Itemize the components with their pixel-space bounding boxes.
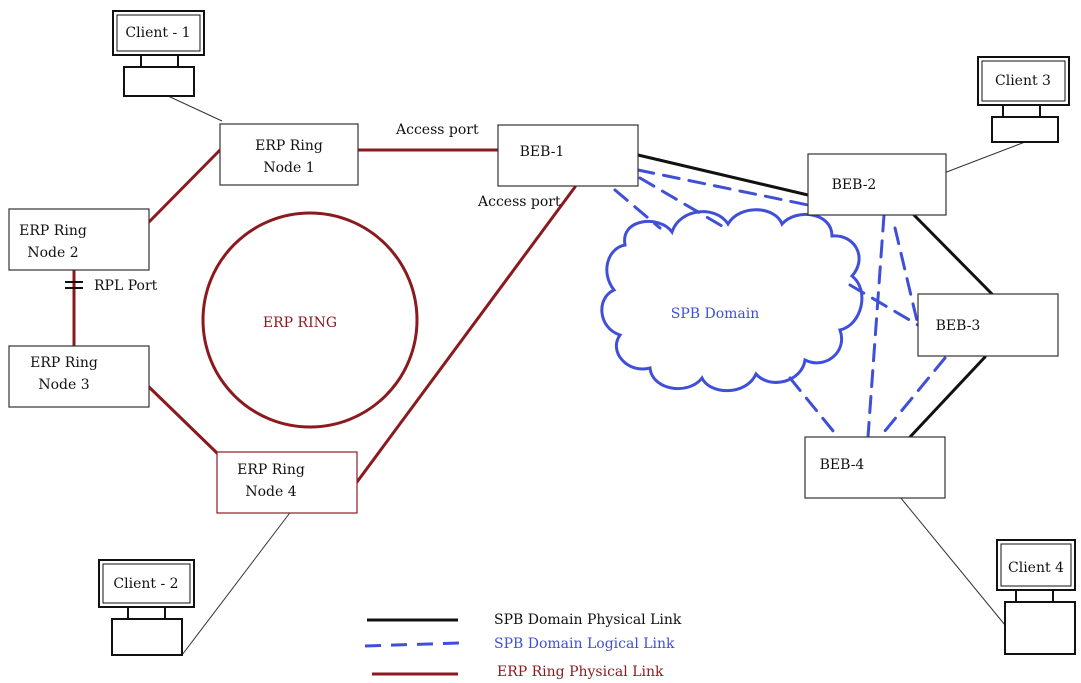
erp-ring-node-4: ERP Ring Node 4 bbox=[216, 451, 358, 514]
monitor-icon bbox=[98, 559, 195, 608]
beb4-label: BEB-4 bbox=[820, 457, 865, 473]
monitor-icon bbox=[996, 539, 1076, 591]
erp-node2-line2: Node 2 bbox=[27, 245, 78, 261]
rpl-port-label: RPL Port bbox=[94, 278, 158, 294]
beb-3: BEB-3 bbox=[917, 293, 1059, 357]
client2-link bbox=[181, 509, 293, 656]
legend-logical-label: SPB Domain Logical Link bbox=[494, 636, 675, 652]
erp-link-node3-node4 bbox=[147, 385, 220, 456]
keyboard-icon bbox=[991, 116, 1059, 143]
erp-node1-line1: ERP Ring bbox=[255, 138, 323, 154]
beb3-label: BEB-3 bbox=[936, 318, 981, 334]
legend-erp-label: ERP Ring Physical Link bbox=[497, 664, 664, 680]
spb-domain-label: SPB Domain bbox=[671, 306, 760, 322]
client3-link bbox=[943, 141, 1026, 174]
keyboard-icon bbox=[1004, 601, 1076, 655]
spb-log-beb2-beb4 bbox=[866, 213, 886, 439]
keyboard-icon bbox=[111, 618, 183, 656]
spb-log-beb1-cloud-a bbox=[613, 188, 662, 230]
spb-domain-cloud bbox=[600, 208, 864, 393]
keyboard-icon bbox=[123, 66, 195, 97]
erp-ring-node-3: ERP Ring Node 3 bbox=[8, 345, 150, 408]
legend-physical-label: SPB Domain Physical Link bbox=[494, 612, 682, 628]
erp-ring-node-2: ERP Ring Node 2 bbox=[8, 208, 150, 271]
beb2-label: BEB-2 bbox=[832, 177, 877, 193]
erp-ring-node-1: ERP Ring Node 1 bbox=[219, 123, 359, 186]
spb-phys-beb2-beb3 bbox=[910, 211, 994, 296]
access-port-bottom-label: Access port bbox=[477, 194, 561, 210]
spb-log-beb1-cloud-b bbox=[638, 176, 724, 228]
erp-ring-circle bbox=[201, 211, 419, 429]
spb-phys-beb1-beb2 bbox=[636, 153, 810, 197]
erp-ring-label: ERP RING bbox=[263, 315, 337, 331]
legend-logical-swatch bbox=[364, 641, 461, 648]
spb-log-beb3-beb4 bbox=[878, 356, 947, 439]
beb-4: BEB-4 bbox=[804, 436, 946, 499]
monitor-icon bbox=[112, 10, 205, 56]
client1-label: Client - 1 bbox=[125, 25, 190, 41]
erp-node4-line2: Node 4 bbox=[245, 484, 296, 500]
erp-node4-line1: ERP Ring bbox=[237, 462, 305, 478]
spb-logical-links bbox=[613, 168, 947, 439]
spb-log-cloud-beb3 bbox=[848, 283, 920, 327]
spb-physical-links bbox=[636, 153, 994, 439]
spb-phys-beb3-beb4 bbox=[908, 355, 987, 439]
client-3: Client 3 bbox=[977, 56, 1070, 143]
erp-link-node1-node2 bbox=[146, 148, 222, 225]
client3-label: Client 3 bbox=[995, 73, 1051, 89]
erp-node1-line2: Node 1 bbox=[263, 160, 314, 176]
access-port-top-label: Access port bbox=[395, 122, 479, 138]
erp-link-node4-beb1 bbox=[355, 185, 577, 484]
rpl-port-marker bbox=[65, 281, 83, 289]
erp-node2-line1: ERP Ring bbox=[19, 223, 87, 239]
client-4: Client 4 bbox=[996, 539, 1076, 655]
client2-label: Client - 2 bbox=[113, 576, 178, 592]
erp-node3-line1: ERP Ring bbox=[30, 355, 98, 371]
beb-2: BEB-2 bbox=[807, 153, 947, 216]
client-1: Client - 1 bbox=[112, 10, 205, 97]
beb-1: BEB-1 bbox=[497, 124, 639, 187]
beb1-label: BEB-1 bbox=[520, 144, 565, 160]
spb-log-cloud-beb4 bbox=[788, 376, 840, 439]
legend: SPB Domain Physical Link SPB Domain Logi… bbox=[364, 612, 682, 680]
spb-log-beb1-beb2 bbox=[636, 168, 810, 207]
client4-link bbox=[899, 496, 1006, 626]
client1-link bbox=[167, 95, 223, 122]
erp-node3-line2: Node 3 bbox=[38, 377, 89, 393]
monitor-icon bbox=[977, 56, 1070, 106]
client4-label: Client 4 bbox=[1008, 560, 1064, 576]
spb-log-beb2-beb3 bbox=[893, 226, 920, 327]
client-2: Client - 2 bbox=[98, 559, 195, 656]
